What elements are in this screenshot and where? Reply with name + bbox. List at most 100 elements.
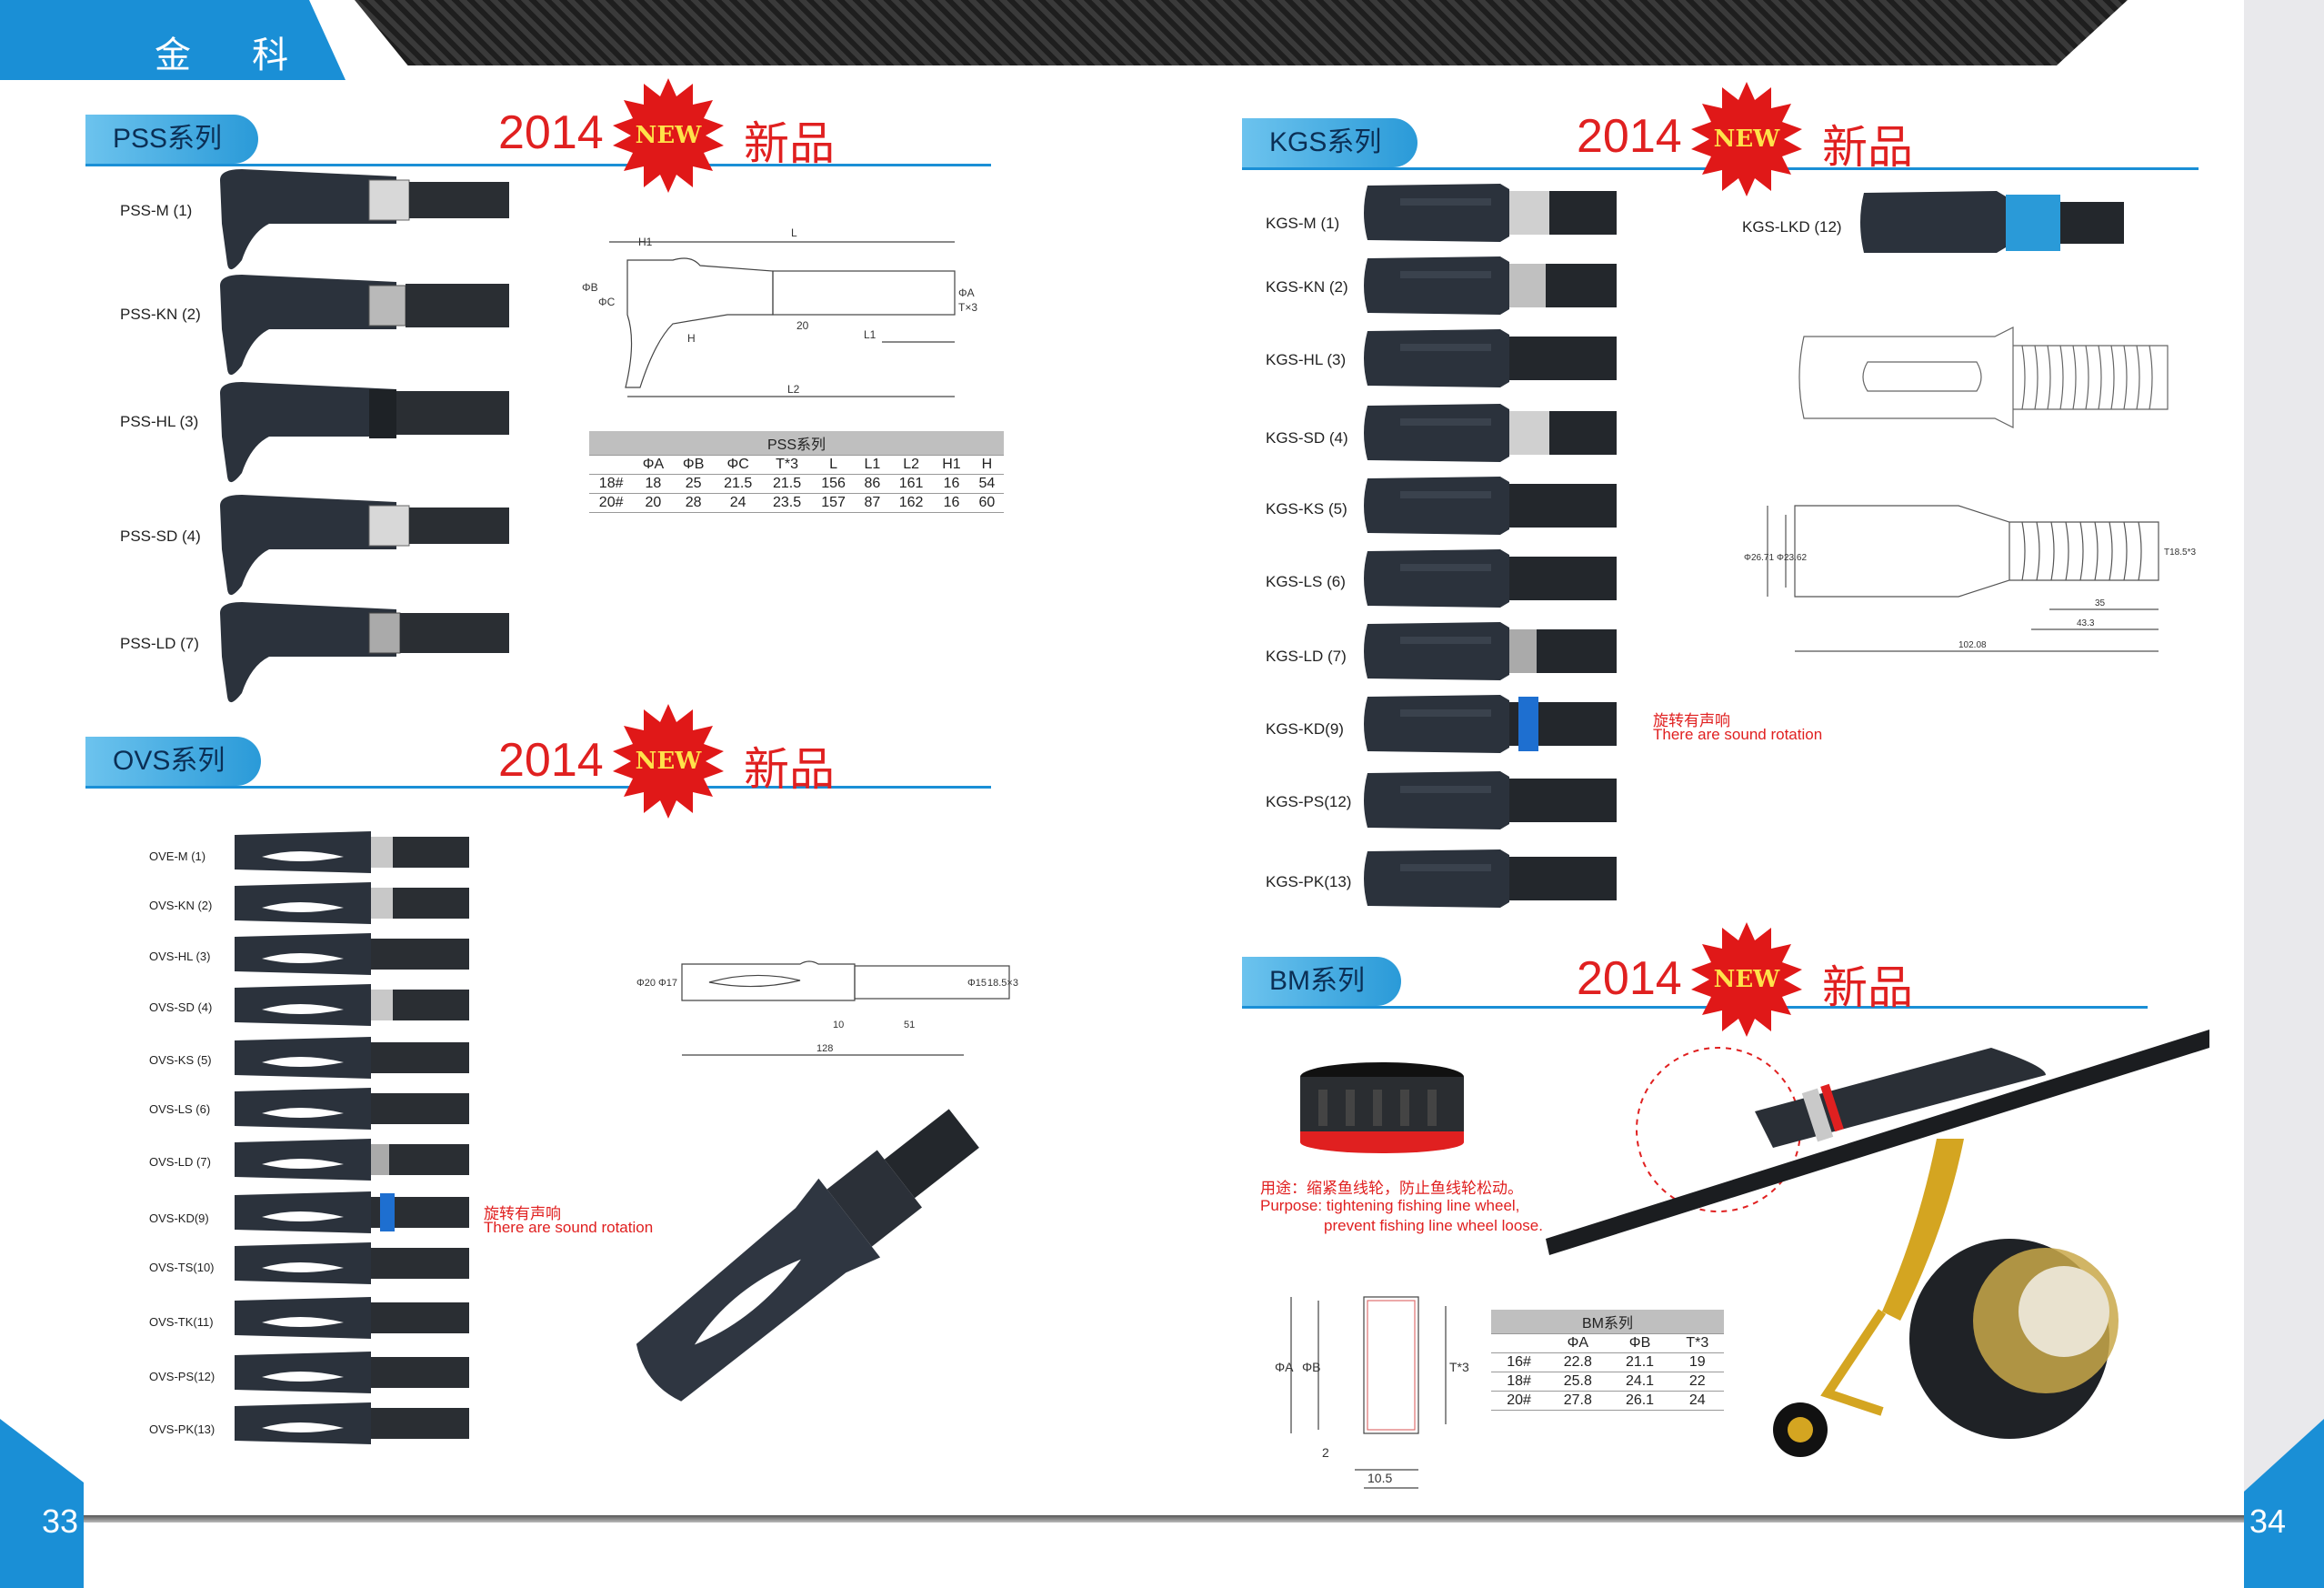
pss-dim-b: ΦB <box>582 281 598 294</box>
pss-dim-20: 20 <box>796 319 809 332</box>
ovs-year: 2014 <box>498 734 604 787</box>
ovs-item: OVS-KD(9) <box>149 1211 209 1225</box>
kgs-item: KGS-PK(13) <box>1266 873 1352 890</box>
kgs-dim-t: T18.5*3 <box>2164 548 2196 558</box>
pss-grip-hl <box>220 382 509 483</box>
ovs-note-en: There are sound rotation <box>484 1219 654 1236</box>
starburst-icon <box>1691 82 1802 196</box>
pss-item-ld: PSS-LD (7) <box>120 635 199 652</box>
kgs-item: KGS-LS (6) <box>1266 573 1346 590</box>
pss-grip-sd <box>220 495 509 596</box>
kgs-dim-d2: Φ23.62 <box>1777 553 1807 563</box>
pss-dim-l1: L1 <box>864 328 877 341</box>
ovs-dim-17: Φ17 <box>658 978 677 989</box>
pss-dim-l2: L2 <box>787 383 800 396</box>
new-label: NEW <box>1713 966 1780 993</box>
ovs-note-cn: 旋转有声响 <box>484 1205 561 1222</box>
kgs-item: KGS-KS (5) <box>1266 500 1347 518</box>
pss-xinpin: 新品 <box>744 118 835 169</box>
pss-product-images <box>220 169 509 703</box>
ovs-item: OVS-KS (5) <box>149 1053 212 1067</box>
pss-technical-drawing: L H1 ΦB ΦC H 20 L1 ΦA T×3 L2 <box>582 226 977 397</box>
ovs-item: OVE-M (1) <box>149 849 206 863</box>
bm-use-cn: 用途：缩紧鱼线轮，防止鱼线轮松动。 <box>1260 1180 1523 1197</box>
ovs-dim-10: 10 <box>833 1020 844 1030</box>
pss-dim-a: ΦA <box>958 286 975 299</box>
ovs-series-title: OVS系列 <box>85 737 262 786</box>
ovs-item: OVS-HL (3) <box>149 950 211 963</box>
pss-th: ΦC <box>713 455 763 475</box>
ovs-item: OVS-PS(12) <box>149 1370 215 1383</box>
new-label: NEW <box>635 748 702 775</box>
carbon-banner <box>355 0 2128 65</box>
kgs-new-badge: NEW <box>1688 80 1806 198</box>
brand-title: 金 科 <box>155 35 315 75</box>
ovs-item: OVS-LD (7) <box>149 1155 211 1169</box>
kgs-technical-drawing: Φ26.71 Φ23.62 T18.5*3 35 43.3 102.08 <box>1744 505 2196 652</box>
pss-th: ΦA <box>633 455 674 475</box>
pss-th: L2 <box>888 455 934 475</box>
pss-new-badge: NEW <box>609 76 727 195</box>
kgs-lkd-image <box>1860 191 2124 253</box>
pss-header-line <box>85 164 991 166</box>
ovs-dim-20: Φ20 <box>636 978 656 989</box>
ovs-large-product-image <box>636 1109 979 1402</box>
bm-year: 2014 <box>1577 952 1682 1005</box>
pss-grip-m <box>220 169 509 270</box>
ovs-dim-15: Φ15 <box>967 978 987 989</box>
kgs-item: KGS-LD (7) <box>1266 648 1347 665</box>
bm-use-en-2: prevent fishing line wheel loose. <box>1324 1217 1543 1234</box>
bm-dim-105: 10.5 <box>1367 1471 1392 1485</box>
kgs-dim-d1: Φ26.71 <box>1744 553 1774 563</box>
kgs-item: KGS-PS(12) <box>1266 793 1352 810</box>
kgs-dim-35: 35 <box>2095 598 2106 608</box>
bm-dim-t: T*3 <box>1449 1360 1469 1374</box>
kgs-series-title: KGS系列 <box>1242 118 1418 167</box>
pss-item-sd: PSS-SD (4) <box>120 528 201 545</box>
kgs-item: KGS-M (1) <box>1266 215 1340 232</box>
rod-and-reel-image <box>1546 1030 2209 1457</box>
ovs-dim-51: 51 <box>904 1020 915 1030</box>
pss-dim-h: H <box>687 332 696 345</box>
bm-ring-image <box>1300 1062 1464 1153</box>
brand-tab <box>0 0 346 80</box>
ovs-item: OVS-PK(13) <box>149 1422 215 1436</box>
ovs-dim-t: 18.5×3 <box>987 978 1018 989</box>
kgs-dim-total: 102.08 <box>1958 640 1987 650</box>
bm-xinpin: 新品 <box>1822 962 1913 1013</box>
page-number-right: 34 <box>2249 1503 2287 1540</box>
kgs-xinpin: 新品 <box>1822 122 1913 173</box>
kgs-year: 2014 <box>1577 110 1682 163</box>
pss-item-kn: PSS-KN (2) <box>120 306 201 323</box>
bm-dim-b: ΦB <box>1302 1360 1321 1374</box>
pss-item-m: PSS-M (1) <box>120 202 193 219</box>
bm-header-line <box>1242 1006 2148 1009</box>
pss-dim-c: ΦC <box>598 296 616 308</box>
ovs-item: OVS-TK(11) <box>149 1315 214 1329</box>
pss-th: H1 <box>933 455 970 475</box>
kgs-outline-drawing <box>1798 327 2169 428</box>
kgs-note-cn: 旋转有声响 <box>1653 712 1730 729</box>
kgs-item: KGS-KN (2) <box>1266 278 1348 296</box>
bm-technical-drawing: ΦA ΦB T*3 2 10.5 <box>1275 1296 1469 1489</box>
kgs-item: KGS-KD(9) <box>1266 720 1344 738</box>
kgs-item: KGS-SD (4) <box>1266 429 1348 447</box>
pss-th: L <box>811 455 856 475</box>
pss-table-caption: PSS系列 <box>589 431 1004 456</box>
starburst-icon <box>613 704 724 819</box>
bm-dim-a: ΦA <box>1275 1360 1294 1374</box>
pss-th: L1 <box>855 455 889 475</box>
bm-dim-2: 2 <box>1322 1445 1329 1460</box>
bm-use-en-1: Purpose: tightening fishing line wheel, <box>1260 1197 1520 1214</box>
ovs-product-images <box>235 831 469 1444</box>
ovs-item: OVS-SD (4) <box>149 1000 213 1014</box>
starburst-icon <box>613 78 724 193</box>
ovs-xinpin: 新品 <box>744 744 835 795</box>
ovs-item: OVS-TS(10) <box>149 1261 215 1274</box>
bm-new-badge: NEW <box>1688 920 1806 1039</box>
